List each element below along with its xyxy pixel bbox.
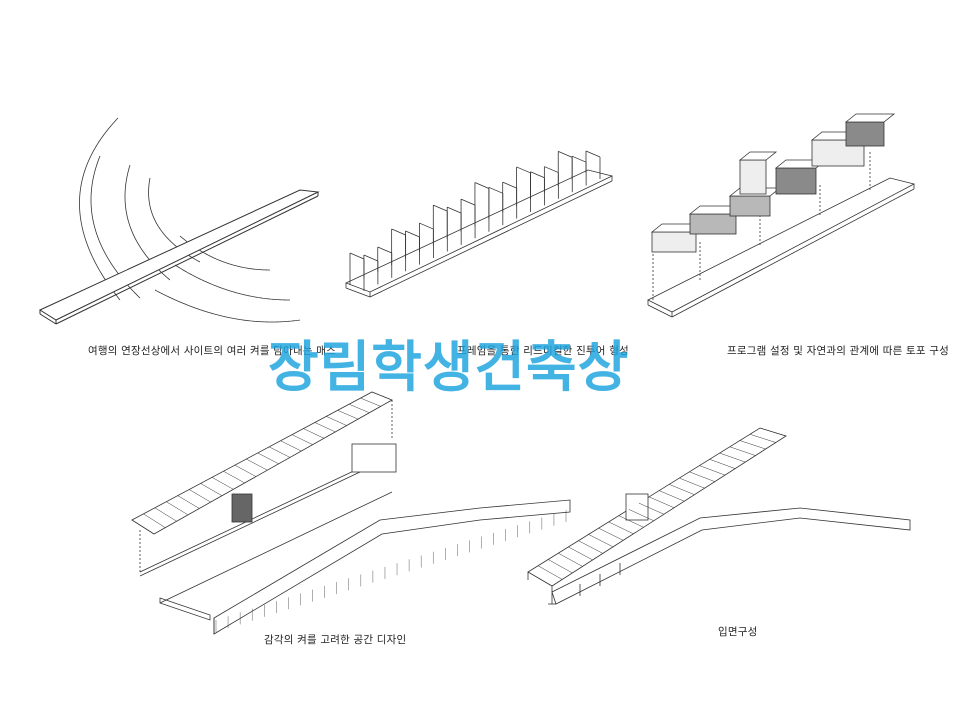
roof-slat — [143, 513, 166, 528]
roof-slat — [131, 519, 155, 535]
program-box — [739, 159, 767, 195]
roof-slat — [709, 459, 736, 469]
frame-beam — [363, 254, 379, 262]
program-box — [775, 167, 817, 195]
roof-slat — [326, 416, 347, 426]
roof-slat — [628, 509, 654, 522]
caption-mass: 여행의 연장선상에서 사이트의 여러 켜를 담아내는 매스 — [88, 345, 337, 357]
roof-slat — [314, 422, 336, 433]
roof-slat — [638, 502, 665, 515]
roof-slat — [759, 427, 787, 437]
roof-slat — [189, 489, 211, 503]
elevation-box — [625, 493, 649, 521]
frame-beam — [585, 150, 601, 158]
roof-slat — [568, 546, 593, 561]
roof-slat — [669, 484, 695, 495]
dark-panel — [231, 493, 253, 523]
roof-slat — [588, 534, 614, 548]
diagram-elevation — [527, 427, 911, 605]
roof-slat — [679, 477, 705, 489]
program-box-top — [738, 151, 778, 161]
frame-beam — [391, 228, 406, 236]
caption-frames: 프레임을 통한 리드미컬한 진투어 형성 — [457, 345, 629, 357]
roof-slat — [177, 495, 200, 509]
roof-slat — [371, 391, 393, 401]
roof-slat — [648, 496, 675, 508]
program-box — [689, 213, 737, 235]
floor-slab — [159, 597, 211, 621]
elevation-curved-wall — [551, 507, 911, 605]
roof-slat — [154, 507, 177, 522]
roof-slat — [291, 434, 313, 445]
roof-slat — [337, 410, 359, 420]
roof-slat — [618, 515, 644, 528]
caption-elevation: 입면구성 — [718, 626, 758, 638]
frame-beam — [447, 206, 462, 214]
curved-wall — [213, 499, 571, 635]
frame-beam — [419, 222, 434, 230]
caption-space-design: 감각의 켜를 고려한 공간 디자인 — [264, 634, 407, 646]
roof-slat — [303, 428, 325, 439]
frame-beam — [516, 166, 531, 174]
frame-beam — [530, 171, 545, 179]
roof-slat — [729, 446, 756, 456]
roof-slat — [527, 571, 553, 587]
frame-beam — [571, 155, 587, 163]
roof-slat — [257, 452, 279, 465]
roof-slat — [166, 501, 189, 516]
bar-mass — [38, 189, 320, 321]
roof-slat — [269, 446, 291, 458]
roof-slat — [659, 490, 685, 502]
frame-beam — [502, 181, 517, 189]
frame-beam — [544, 166, 559, 173]
roof-slat — [578, 540, 603, 554]
roof-slat — [558, 552, 583, 567]
roof-slat — [211, 477, 234, 490]
roof-slat — [246, 458, 268, 471]
roof-slat — [349, 403, 370, 413]
roof-slat — [689, 471, 715, 482]
roof-slat — [234, 464, 257, 477]
diagram-space-design — [131, 391, 571, 635]
roof-slat — [598, 527, 624, 541]
frame-beam — [460, 198, 476, 206]
roof-slat — [699, 465, 726, 476]
roof-slat — [739, 440, 766, 450]
roof-slat — [223, 471, 245, 484]
frame-beam — [377, 246, 392, 254]
frame-beam — [433, 204, 448, 212]
program-box-top — [844, 113, 896, 123]
caption-program: 프로그램 설정 및 자연과의 관계에 따른 토포 구성 — [727, 345, 949, 357]
frame-beam — [558, 151, 573, 158]
diagram-program-volumes — [647, 113, 916, 318]
roof-slat — [608, 521, 634, 535]
frame-beam — [349, 252, 365, 260]
roof-slat — [749, 434, 776, 443]
roof-slat — [719, 452, 746, 463]
frame-beam — [474, 182, 490, 189]
program-box — [845, 121, 885, 147]
frame-beam — [488, 186, 503, 194]
roof-slat — [548, 559, 573, 574]
roof-slat — [360, 397, 381, 407]
roof-slat — [200, 483, 223, 496]
program-box — [351, 443, 397, 473]
roof-slat — [537, 565, 563, 580]
watermark: 장림학생건축상 — [268, 335, 630, 399]
frame-beam — [405, 230, 420, 238]
program-box — [729, 195, 771, 217]
program-box — [651, 231, 697, 253]
diagram-mass-with-site-layers — [38, 117, 320, 325]
diagram-frames — [344, 150, 614, 298]
roof-slat — [280, 440, 302, 452]
